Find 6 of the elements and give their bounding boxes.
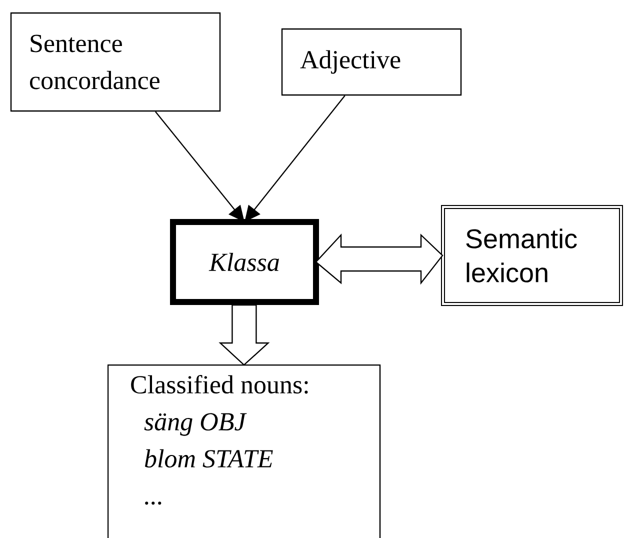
- source-box: Sentence concordance: [10, 12, 221, 112]
- block-arrow: [218, 304, 270, 366]
- lexicon-box: Semantic lexicon: [441, 205, 623, 306]
- source-box: Adjective: [281, 28, 462, 96]
- output-box: Classified nouns: säng OBJ blom STATE ...: [107, 364, 381, 538]
- process-box: Klassa: [170, 219, 319, 305]
